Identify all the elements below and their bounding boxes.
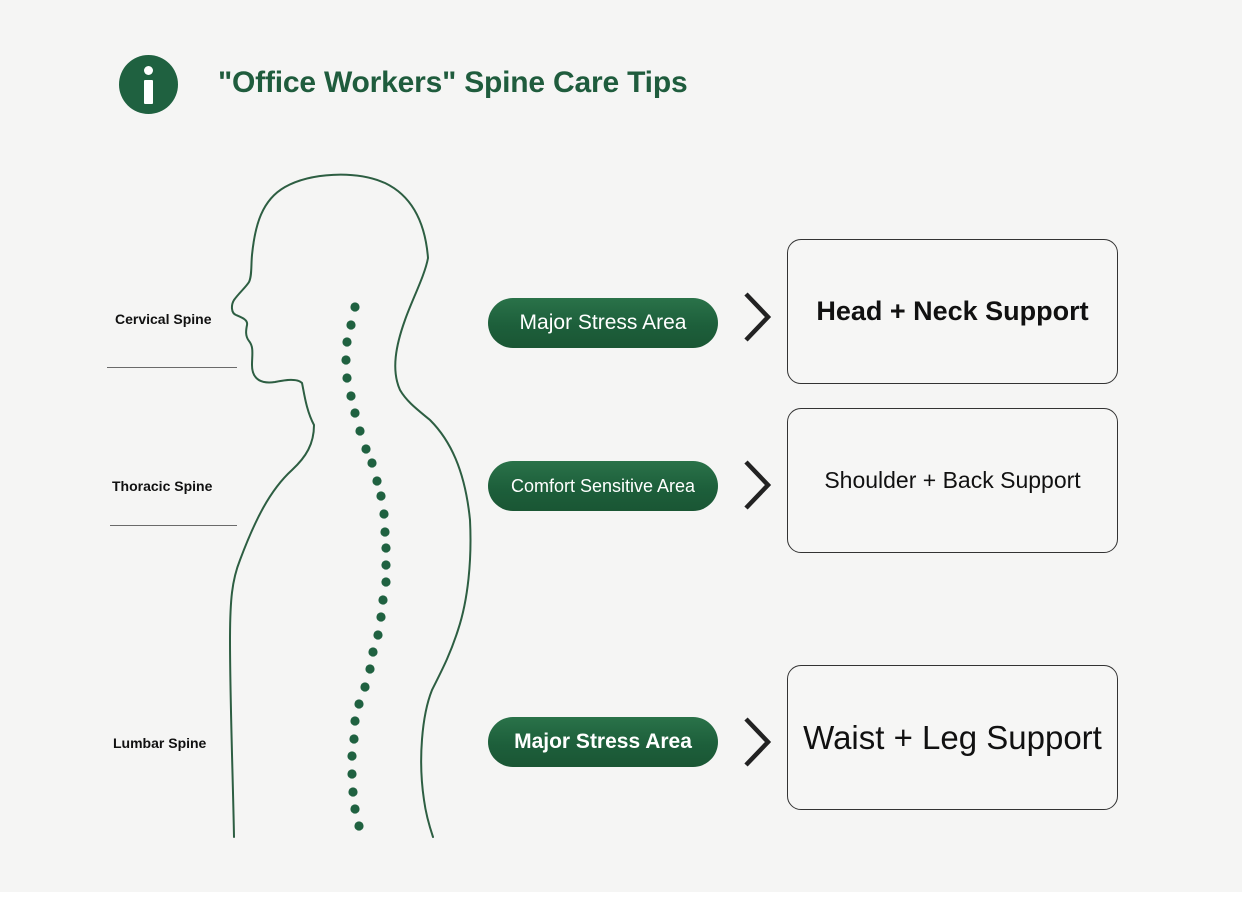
vertebra-dot <box>347 751 357 761</box>
chevron-right-icon <box>744 292 772 342</box>
vertebra-dot <box>346 320 356 330</box>
vertebra-dot <box>350 804 360 814</box>
vertebra-dot <box>367 458 377 468</box>
vertebra-dot <box>342 337 352 347</box>
vertebra-dot <box>348 787 358 797</box>
info-icon <box>119 55 178 114</box>
vertebra-dot <box>350 408 360 418</box>
vertebra-dot <box>381 560 391 570</box>
vertebra-dot <box>368 647 378 657</box>
thoracic-divider <box>110 525 237 526</box>
vertebra-dot <box>341 355 351 365</box>
vertebra-dot <box>354 699 364 709</box>
spine-vertebrae-dots <box>341 302 391 831</box>
shoulder-back-support-box: Shoulder + Back Support <box>787 408 1118 553</box>
vertebra-dot <box>355 426 365 436</box>
vertebra-dot <box>376 612 386 622</box>
vertebra-dot <box>372 476 382 486</box>
chevron-right-icon <box>744 460 772 510</box>
vertebra-dot <box>349 734 359 744</box>
sensitive-area-pill: Comfort Sensitive Area <box>488 461 718 511</box>
vertebra-dot <box>354 821 364 831</box>
vertebra-dot <box>342 373 352 383</box>
waist-leg-support-box: Waist + Leg Support <box>787 665 1118 810</box>
vertebra-dot <box>381 543 391 553</box>
cervical-spine-label: Cervical Spine <box>115 311 212 327</box>
vertebra-dot <box>361 444 371 454</box>
vertebra-dot <box>380 527 390 537</box>
vertebra-dot <box>360 682 370 692</box>
vertebra-dot <box>378 595 388 605</box>
vertebra-dot <box>379 509 389 519</box>
vertebra-dot <box>346 391 356 401</box>
vertebra-dot <box>365 664 375 674</box>
body-outline <box>229 173 472 838</box>
stress-area-pill: Major Stress Area <box>488 298 718 348</box>
thoracic-spine-label: Thoracic Spine <box>112 478 213 494</box>
head-neck-support-box: Head + Neck Support <box>787 239 1118 384</box>
stress-area-pill-lumbar: Major Stress Area <box>488 717 718 767</box>
vertebra-dot <box>376 491 386 501</box>
page-title: "Office Workers" Spine Care Tips <box>218 66 688 99</box>
cervical-divider <box>107 367 237 368</box>
lumbar-spine-label: Lumbar Spine <box>113 735 207 751</box>
vertebra-dot <box>350 716 360 726</box>
vertebra-dot <box>381 577 391 587</box>
vertebra-dot <box>347 769 357 779</box>
vertebra-dot <box>350 302 360 312</box>
chevron-right-icon <box>744 717 772 767</box>
vertebra-dot <box>373 630 383 640</box>
